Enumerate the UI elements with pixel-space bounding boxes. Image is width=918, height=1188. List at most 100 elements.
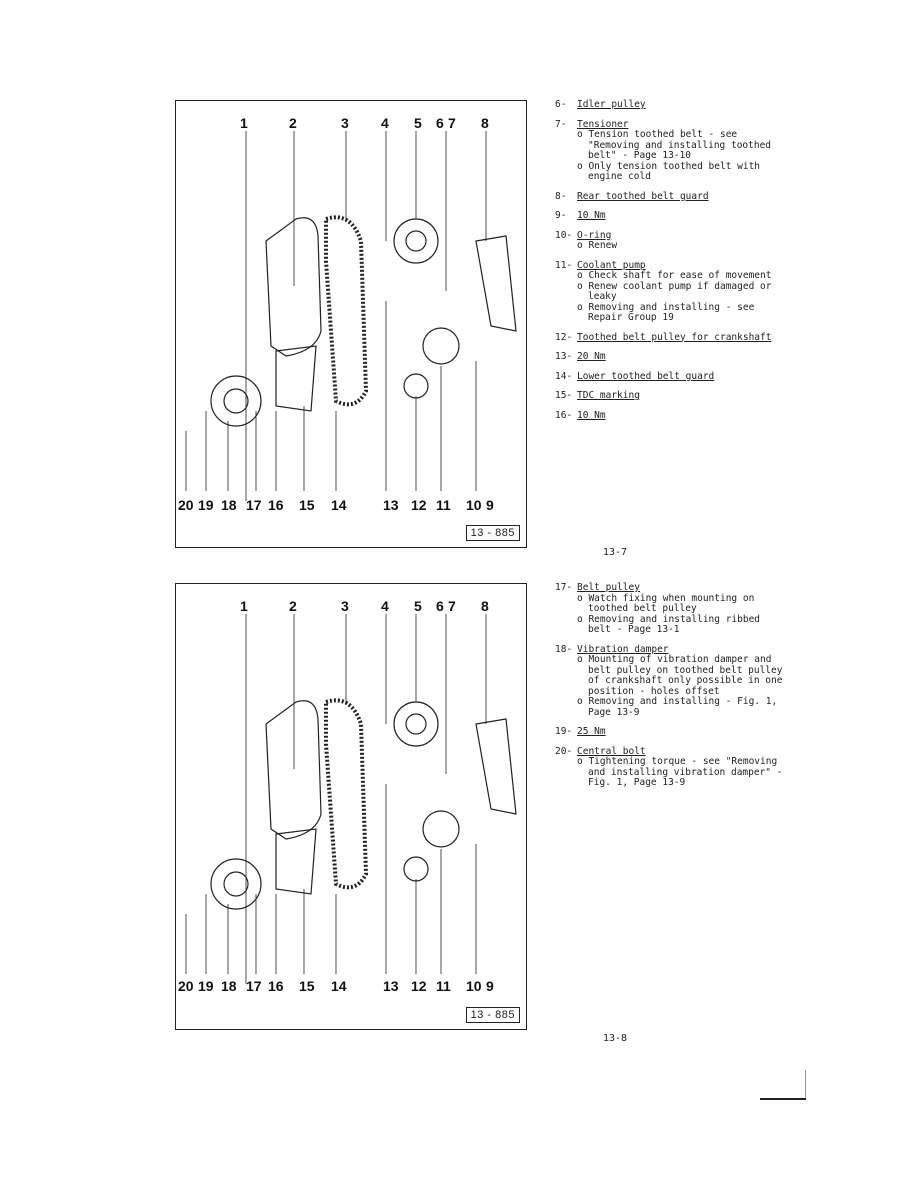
legend-item: 12- Toothed belt pulley for crankshaft — [555, 331, 775, 344]
callout-4: 4 — [381, 598, 389, 614]
item-number: 18- — [555, 643, 573, 655]
callout-4: 4 — [381, 115, 389, 131]
callout-17: 17 — [246, 978, 262, 994]
exploded-diagram-bottom: 1 2 3 4 5 6 7 8 20 19 18 17 16 15 14 13 … — [175, 583, 527, 1030]
legend-item: 14- Lower toothed belt guard — [555, 370, 775, 383]
item-note: o Watch fixing when mounting on toothed … — [577, 592, 755, 614]
callout-16: 16 — [268, 497, 284, 513]
vibration-damper — [210, 375, 262, 427]
item-note: o Mounting of vibration damper and belt … — [577, 654, 783, 697]
item-number: 17- — [555, 582, 573, 593]
callout-13: 13 — [383, 497, 399, 513]
idler-pulley — [393, 701, 439, 747]
callout-2: 2 — [289, 115, 297, 131]
figure-ref: 13 - 885 — [465, 1007, 520, 1023]
item-note: o Removing and installing - Fig. 1, Page… — [577, 696, 778, 718]
callout-1: 1 — [240, 598, 248, 614]
item-number: 8- — [555, 190, 567, 202]
belt-drive-illustration — [185, 131, 517, 501]
callout-13: 13 — [383, 978, 399, 994]
item-note: o Renew — [577, 240, 618, 251]
item-number: 7- — [555, 118, 567, 130]
legend-item: 8- Rear toothed belt guard — [555, 190, 775, 203]
legend-item: 7- Tensioner o Tension toothed belt - se… — [555, 118, 775, 183]
figure-ref: 13 - 885 — [465, 525, 520, 541]
item-title: Toothed belt pulley for crankshaft — [577, 331, 772, 343]
callout-20: 20 — [178, 978, 194, 994]
callout-8: 8 — [481, 598, 489, 614]
callout-10: 10 — [466, 497, 482, 513]
item-title: TDC marking — [577, 390, 640, 401]
page-number-top: 13-7 — [603, 547, 628, 558]
legend-item: 16- 10 Nm — [555, 409, 775, 422]
callout-14: 14 — [331, 978, 347, 994]
callout-11: 11 — [436, 978, 451, 994]
callout-5: 5 — [414, 115, 422, 131]
callout-6: 6 — [436, 598, 444, 614]
callout-14: 14 — [331, 497, 347, 513]
exploded-diagram-top: 1 2 3 4 5 6 7 8 20 19 18 17 16 15 14 13 … — [175, 100, 527, 548]
callout-18: 18 — [221, 978, 237, 994]
item-note: o Tension toothed belt - see "Removing a… — [577, 129, 772, 161]
rear-belt-guard — [475, 235, 517, 332]
item-number: 20- — [555, 745, 573, 757]
callout-5: 5 — [414, 598, 422, 614]
item-number: 6- — [555, 99, 567, 110]
callout-19: 19 — [198, 978, 214, 994]
legend-item: 15- TDC marking — [555, 390, 775, 402]
callout-17: 17 — [246, 497, 262, 513]
item-title: Lower toothed belt guard — [577, 370, 715, 382]
callout-6: 6 — [436, 115, 444, 131]
callout-9: 9 — [486, 978, 494, 994]
callout-16: 16 — [268, 978, 284, 994]
item-title: Idler pulley — [577, 99, 646, 110]
crankshaft-pulley — [403, 373, 429, 399]
legend-item: 10- O-ring o Renew — [555, 229, 775, 252]
item-note: o Only tension toothed belt with engine … — [577, 160, 761, 182]
lower-belt-guard — [275, 828, 317, 895]
scan-mark — [805, 1070, 806, 1100]
item-title: 20 Nm — [577, 351, 606, 362]
item-number: 13- — [555, 351, 573, 362]
callout-12: 12 — [411, 978, 427, 994]
legend-item: 18- Vibration damper o Mounting of vibra… — [555, 643, 785, 719]
item-title: Vibration damper — [577, 643, 669, 655]
legend-page-13-8: 17- Belt pulley o Watch fixing when moun… — [555, 582, 785, 798]
item-title: Coolant pump — [577, 259, 646, 271]
vibration-damper — [210, 858, 262, 910]
callout-1: 1 — [240, 115, 248, 131]
lower-belt-guard — [275, 345, 317, 412]
item-title: 10 Nm — [577, 409, 606, 421]
legend-page-13-7: 6- Idler pulley 7- Tensioner o Tension t… — [555, 99, 775, 430]
callout-10: 10 — [466, 978, 482, 994]
rear-belt-guard — [475, 718, 517, 815]
item-note: o Tightening torque - see "Removing and … — [577, 756, 783, 788]
coolant-pump — [422, 810, 460, 848]
callout-19: 19 — [198, 497, 214, 513]
callout-15: 15 — [299, 497, 315, 513]
legend-item: 20- Central bolt o Tightening torque - s… — [555, 745, 785, 789]
coolant-pump — [422, 327, 460, 365]
upper-belt-guard — [265, 700, 322, 840]
page-number-bottom: 13-8 — [603, 1033, 628, 1044]
item-number: 19- — [555, 726, 573, 737]
item-title: Central bolt — [577, 745, 646, 757]
item-note: o Removing and installing - see Repair G… — [577, 301, 755, 323]
legend-item: 6- Idler pulley — [555, 99, 775, 111]
scan-mark — [760, 1098, 806, 1100]
callout-11: 11 — [436, 497, 451, 513]
item-note: o Removing and installing ribbed belt - … — [577, 613, 761, 635]
callout-3: 3 — [341, 115, 349, 131]
item-title: 10 Nm — [577, 210, 606, 221]
callout-7: 7 — [448, 115, 456, 131]
toothed-belt — [324, 698, 369, 890]
legend-item: 11- Coolant pump o Check shaft for ease … — [555, 259, 775, 324]
callout-15: 15 — [299, 978, 315, 994]
legend-item: 17- Belt pulley o Watch fixing when moun… — [555, 582, 785, 636]
item-number: 10- — [555, 229, 573, 241]
item-number: 14- — [555, 370, 573, 382]
item-number: 9- — [555, 210, 567, 221]
item-note: o Renew coolant pump if damaged or leaky — [577, 280, 772, 302]
crankshaft-pulley — [403, 856, 429, 882]
item-title: Belt pulley — [577, 582, 640, 593]
